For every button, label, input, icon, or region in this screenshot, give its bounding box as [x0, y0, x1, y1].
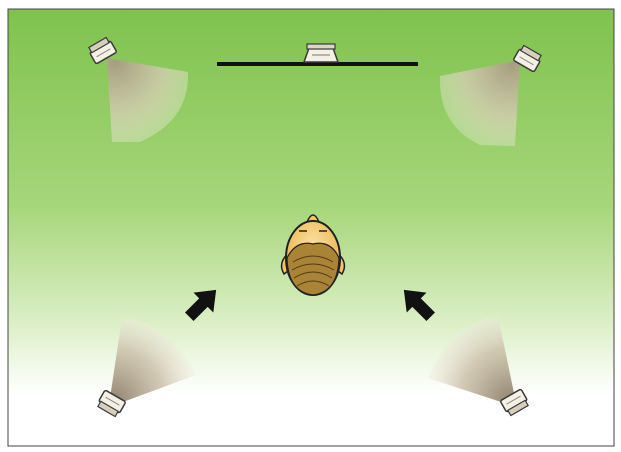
- center-speaker-icon: [304, 44, 338, 62]
